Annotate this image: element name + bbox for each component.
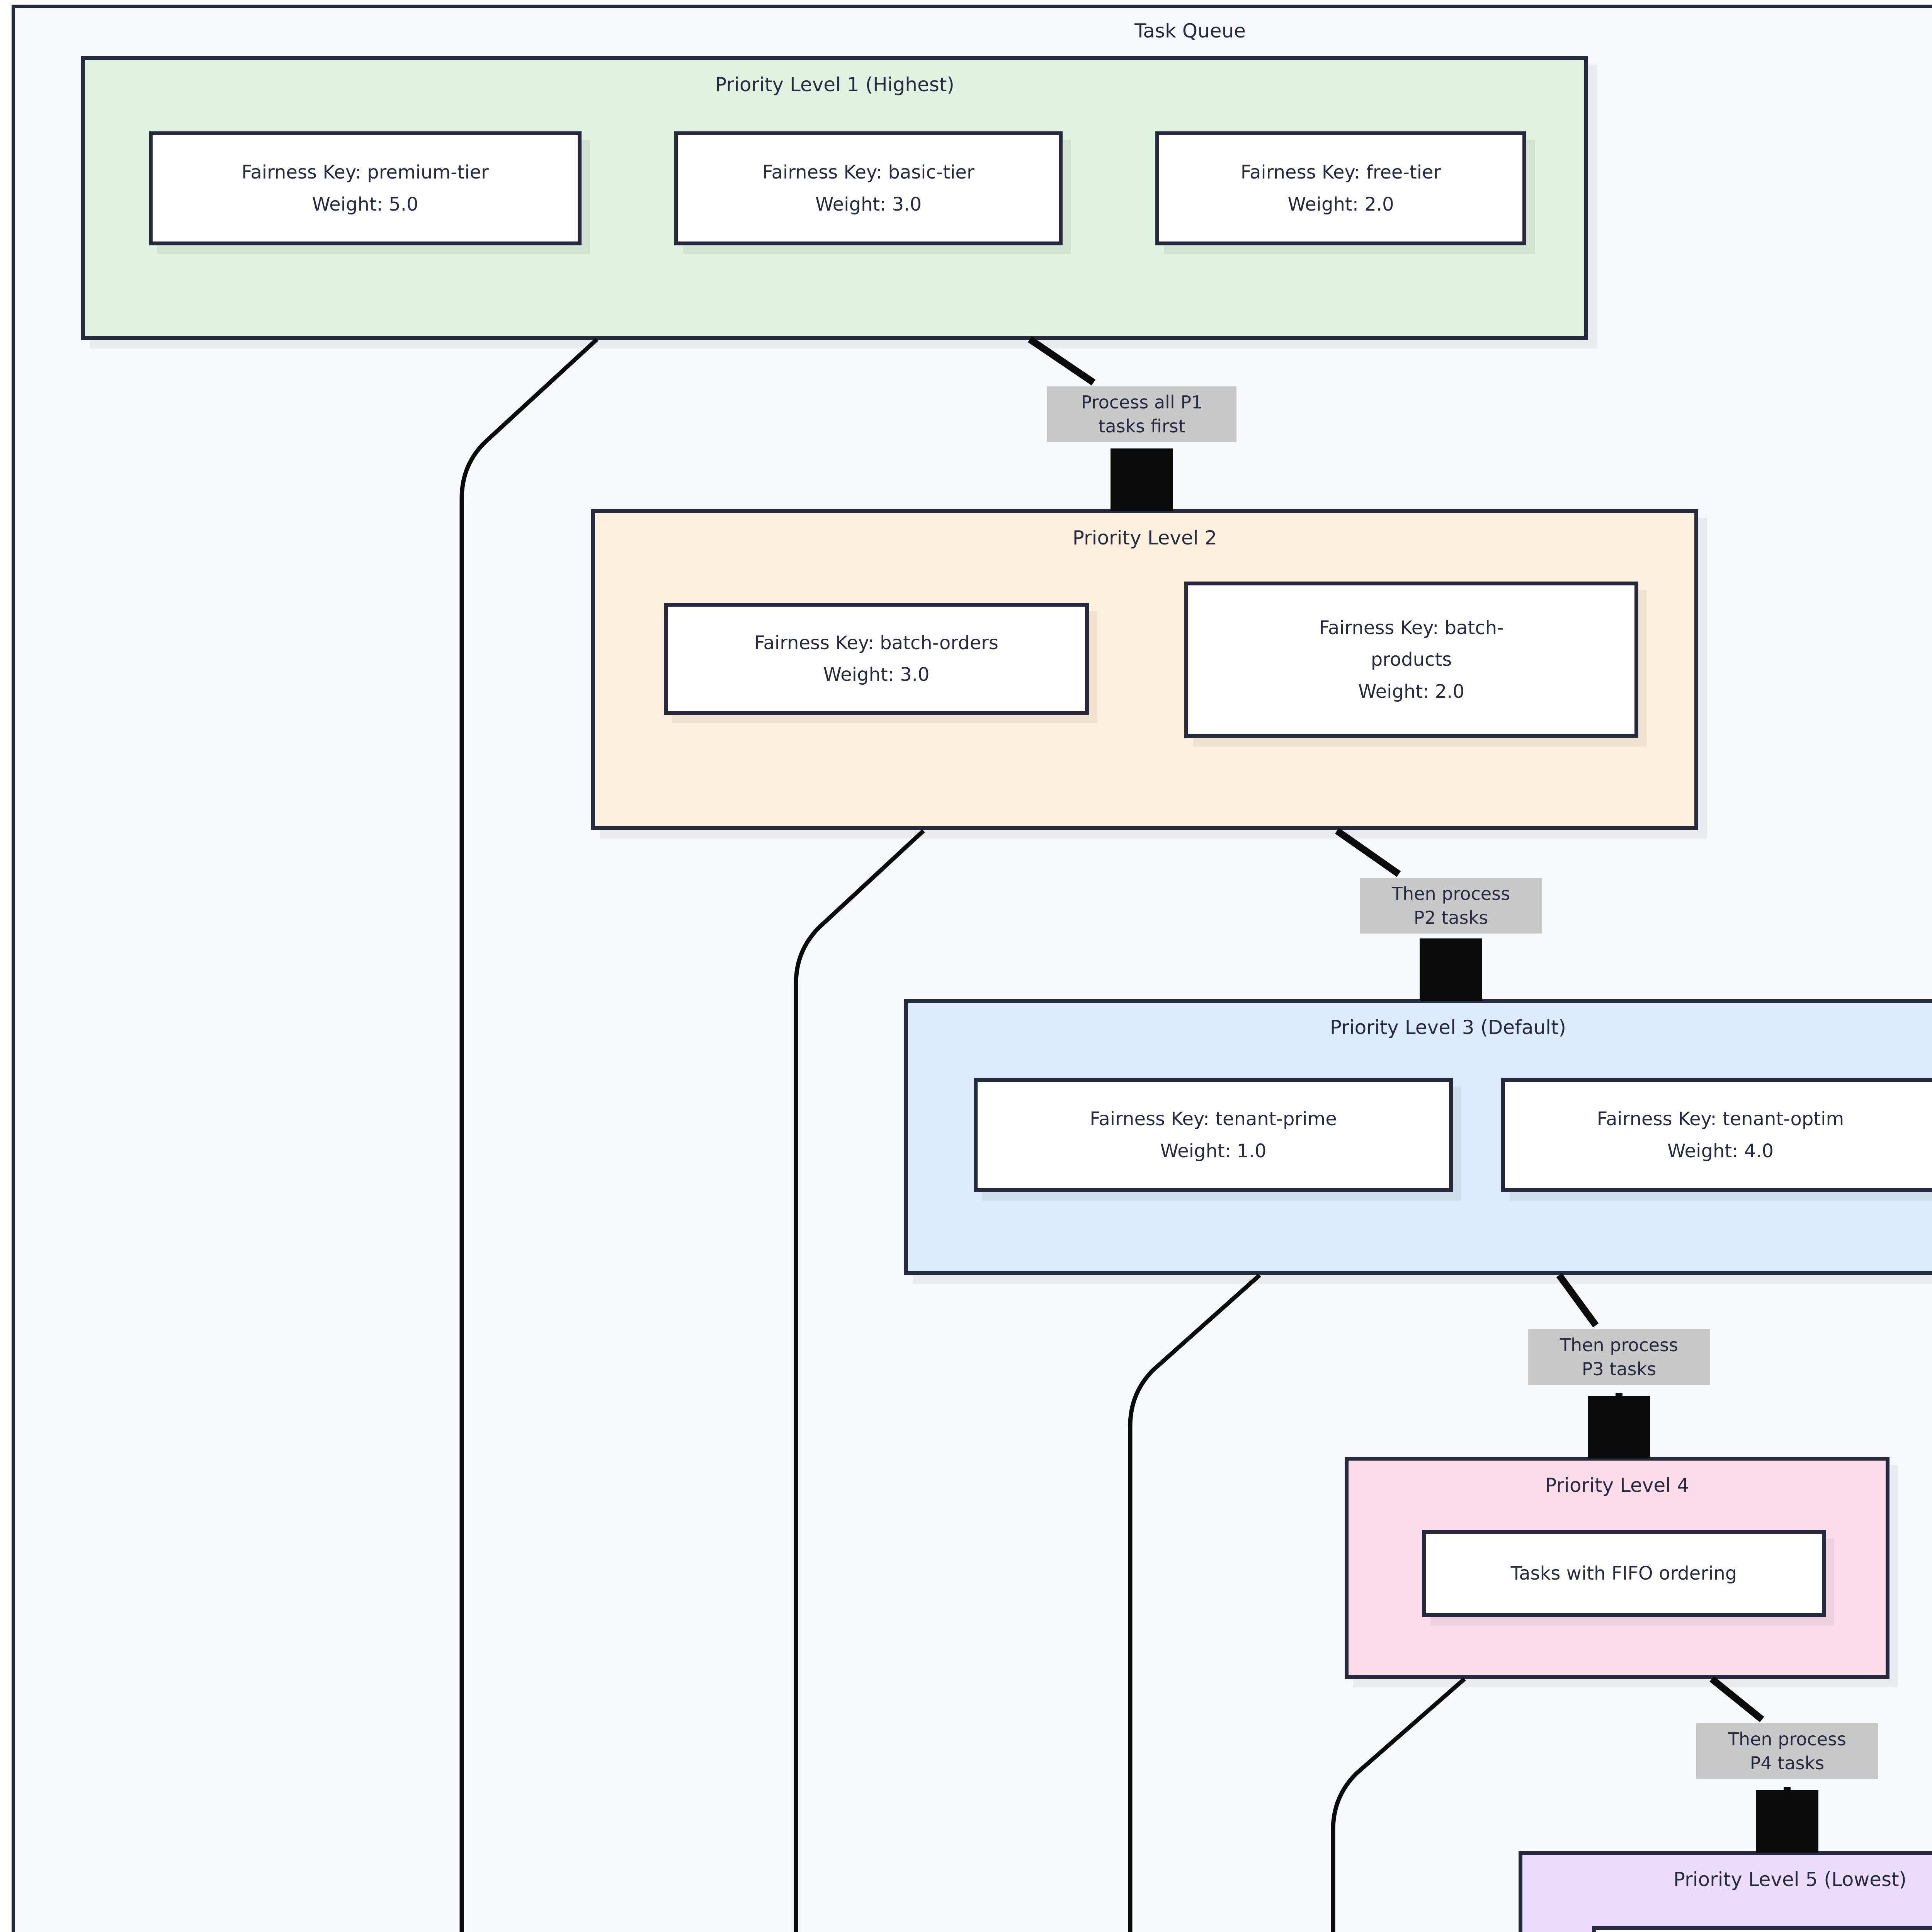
node-line-2: Weight: 3.0 (815, 193, 922, 215)
cluster-title-priority-level-2: Priority Level 2 (1072, 527, 1217, 549)
node-line-2: products (1371, 649, 1452, 671)
node-fairness-key-premium-tier[interactable]: Fairness Key: premium-tier Weight: 5.0 (149, 131, 582, 245)
edge-label-p3-to-p4: Then process P3 tasks (1528, 1329, 1710, 1385)
node-fairness-key-tenant-prime[interactable]: Fairness Key: tenant-prime Weight: 1.0 (974, 1078, 1453, 1192)
node-line-2: Weight: 3.0 (823, 664, 930, 685)
node-fairness-key-basic-tier[interactable]: Fairness Key: basic-tier Weight: 3.0 (674, 131, 1063, 245)
cluster-title-priority-level-1: Priority Level 1 (Highest) (715, 73, 954, 96)
edge-label-p2-to-p3: Then process P2 tasks (1360, 878, 1542, 934)
node-fairness-key-batch-orders[interactable]: Fairness Key: batch-orders Weight: 3.0 (664, 603, 1089, 715)
cluster-title-priority-level-5: Priority Level 5 (Lowest) (1673, 1868, 1907, 1891)
cluster-title-task-queue: Task Queue (1134, 20, 1246, 42)
edge-label-p1-to-p2: Process all P1 tasks first (1047, 386, 1236, 442)
node-line-1: Fairness Key: tenant-prime (1090, 1108, 1337, 1130)
node-line-2: Weight: 4.0 (1667, 1140, 1774, 1162)
cluster-priority-level-5: Priority Level 5 (Lowest) (1519, 1851, 1932, 1932)
node-line-2: Weight: 2.0 (1287, 193, 1394, 215)
node-line-1: Tasks with FIFO ordering (1510, 1563, 1737, 1585)
node-line-1: Fairness Key: free-tier (1240, 162, 1441, 184)
node-fairness-key-free-tier[interactable]: Fairness Key: free-tier Weight: 2.0 (1155, 131, 1526, 245)
node-line-1: Fairness Key: batch-orders (754, 632, 998, 654)
node-line-2: Weight: 1.0 (1160, 1140, 1267, 1162)
cluster-title-priority-level-4: Priority Level 4 (1545, 1474, 1689, 1497)
cluster-title-priority-level-3: Priority Level 3 (Default) (1330, 1016, 1566, 1039)
node-tasks-fifo-ordering-p4[interactable]: Tasks with FIFO ordering (1422, 1530, 1826, 1617)
node-fairness-key-batch-products[interactable]: Fairness Key: batch- products Weight: 2.… (1184, 582, 1638, 738)
node-line-1: Fairness Key: premium-tier (242, 162, 489, 184)
node-line-3: Weight: 2.0 (1358, 680, 1464, 702)
node-tasks-fifo-ordering-p5[interactable]: Tasks with FIFO ordering (1592, 1926, 1932, 1932)
node-fairness-key-tenant-optim[interactable]: Fairness Key: tenant-optim Weight: 4.0 (1501, 1078, 1932, 1192)
node-line-1: Fairness Key: batch- (1319, 617, 1504, 639)
node-line-2: Weight: 5.0 (312, 193, 418, 215)
node-line-1: Fairness Key: basic-tier (762, 162, 975, 184)
node-line-1: Fairness Key: tenant-optim (1597, 1108, 1844, 1130)
edge-label-p4-to-p5: Then process P4 tasks (1696, 1723, 1878, 1779)
